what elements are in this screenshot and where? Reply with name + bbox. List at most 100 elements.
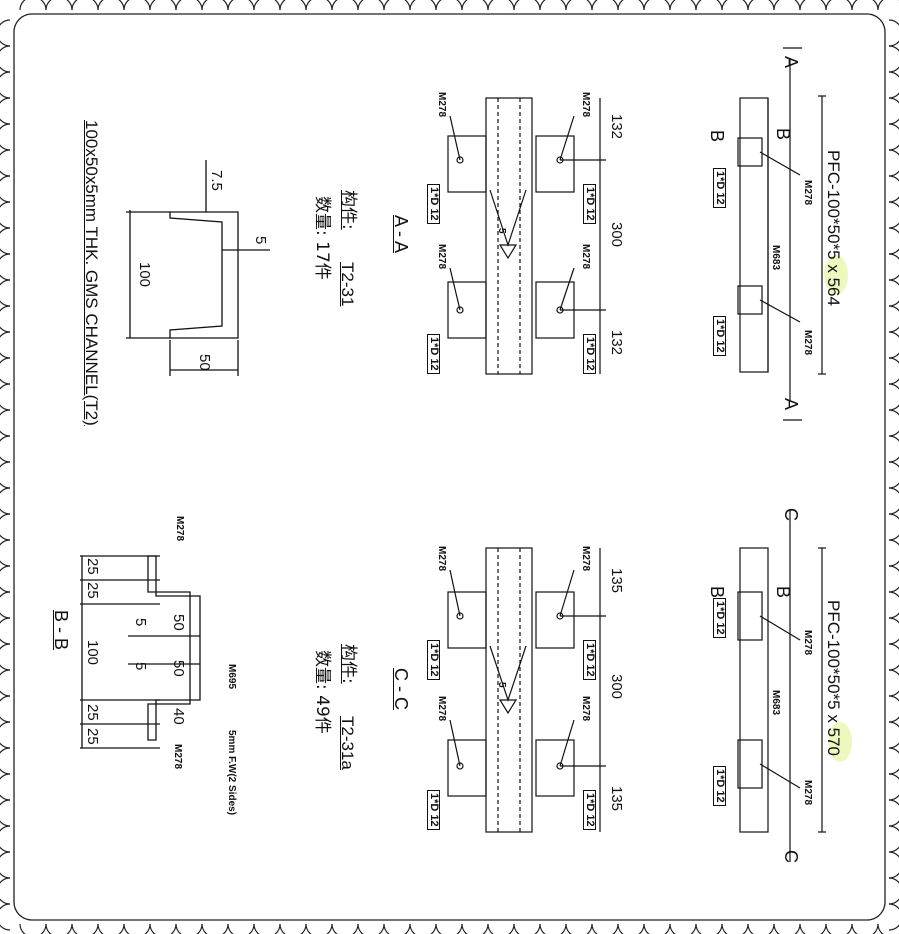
inner-bb-4: 50: [170, 660, 187, 677]
scallop-arc: [888, 669, 899, 697]
scallop-arc: [0, 149, 11, 177]
scallop-arc: [825, 0, 853, 11]
mark-a-right: M278: [802, 330, 813, 356]
dim-cc-3: 135: [608, 786, 625, 812]
scallop-arc: [279, 0, 307, 11]
scallop-arc: [721, 923, 749, 934]
scallop-arc: [0, 253, 11, 281]
scallop-arc: [45, 923, 73, 934]
scallop-arc: [305, 923, 333, 934]
scallop-arc: [0, 851, 11, 879]
bolt-tag-a-left: 1*D 12: [713, 168, 726, 208]
scallop-arc: [0, 383, 11, 411]
scallop-arc: [643, 923, 671, 934]
section-b-marker-2: B: [773, 128, 793, 141]
scallop-arc: [669, 0, 697, 11]
scallop-arc: [539, 0, 567, 11]
section-b-marker-4: B: [773, 586, 793, 599]
dim-bb-5: 25: [84, 728, 101, 745]
scallop-arc: [0, 773, 11, 801]
scallop-arc: [877, 0, 899, 11]
scallop-arc: [888, 487, 899, 515]
cut-c-top: C: [781, 508, 801, 521]
bolt-cc-1: 1*D 12: [427, 640, 440, 680]
scallop-arc: [888, 773, 899, 801]
scallop-arc: [799, 923, 827, 934]
scallop-arc: [888, 695, 899, 723]
scallop-arc: [253, 0, 281, 11]
scallop-arc: [435, 0, 463, 11]
bolt-cc-4: 1*D 12: [583, 790, 596, 830]
scallop-arc: [591, 923, 619, 934]
bolt-aa-2: 1*D 12: [583, 184, 596, 224]
scallop-arc: [888, 435, 899, 463]
scallop-arc: [888, 227, 899, 255]
scallop-arc: [888, 747, 899, 775]
scallop-arc: [0, 71, 11, 99]
scallop-arc: [0, 643, 11, 671]
scallop-arc: [97, 0, 125, 11]
dim-bb-4: 25: [84, 704, 101, 721]
mark-c-left: M278: [802, 630, 813, 656]
scallop-arc: [643, 0, 671, 11]
scallop-arc: [888, 591, 899, 619]
dim-width: 50: [196, 354, 213, 371]
member-label-aa: 构件:: [338, 190, 358, 230]
scallop-arc: [888, 565, 899, 593]
dim-bb-2: 25: [84, 582, 101, 599]
mark-cc-4: M278: [580, 696, 591, 722]
scallop-arc: [617, 0, 645, 11]
bolt-aa-3: 1*D 12: [427, 334, 440, 374]
scallop-arc: [201, 923, 229, 934]
title-aa: A - A: [391, 215, 411, 254]
section-bb-drawing: [80, 555, 201, 749]
scallop-arc: [409, 923, 437, 934]
mark-a-left: M278: [802, 180, 813, 206]
scallop-arc: [0, 305, 11, 333]
scallop-arc: [877, 923, 899, 934]
dim-bb-1: 25: [84, 558, 101, 575]
scallop-arc: [851, 923, 879, 934]
scallop-arc: [888, 851, 899, 879]
scallop-arc: [331, 0, 359, 11]
scallop-arc: [888, 617, 899, 645]
scallop-arc: [461, 923, 489, 934]
scallop-arc: [888, 123, 899, 151]
mark-bb-2: M695: [226, 664, 237, 690]
scallop-arc: [409, 0, 437, 11]
qty-cc: 数量: 49件: [312, 650, 332, 734]
scallop-arc: [0, 513, 11, 541]
bolt-cc-2: 1*D 12: [583, 640, 596, 680]
scallop-arc: [888, 513, 899, 541]
highlight-570: [828, 722, 852, 762]
scallop-arc: [0, 409, 11, 437]
scallop-arc: [487, 0, 515, 11]
scallop-arc: [0, 591, 11, 619]
scallop-arc: [0, 227, 11, 255]
scallop-arc: [19, 0, 47, 11]
scallop-arc: [0, 721, 11, 749]
scallop-arc: [227, 0, 255, 11]
scallop-arc: [0, 539, 11, 567]
mark-aa-2: M278: [580, 92, 591, 118]
scallop-arc: [71, 0, 99, 11]
scallop-arc: [487, 923, 515, 934]
scallop-arc: [0, 123, 11, 151]
dim-cc-2: 300: [608, 674, 625, 700]
scallop-arc: [0, 669, 11, 697]
scallop-arc: [747, 0, 775, 11]
scallop-arc: [888, 175, 899, 203]
scallop-arc: [461, 0, 489, 11]
scallop-arc: [888, 409, 899, 437]
scallop-arc: [0, 565, 11, 593]
mark-bb-1: M278: [174, 516, 185, 542]
scallop-arc: [0, 825, 11, 853]
scallop-arc: [721, 0, 749, 11]
section-aa-drawing: [447, 97, 606, 375]
dim-flange: 7.5: [208, 170, 225, 191]
qty-aa: 数量: 17件: [312, 196, 332, 280]
mark-c-right: M278: [802, 780, 813, 806]
scallop-arc: [149, 923, 177, 934]
